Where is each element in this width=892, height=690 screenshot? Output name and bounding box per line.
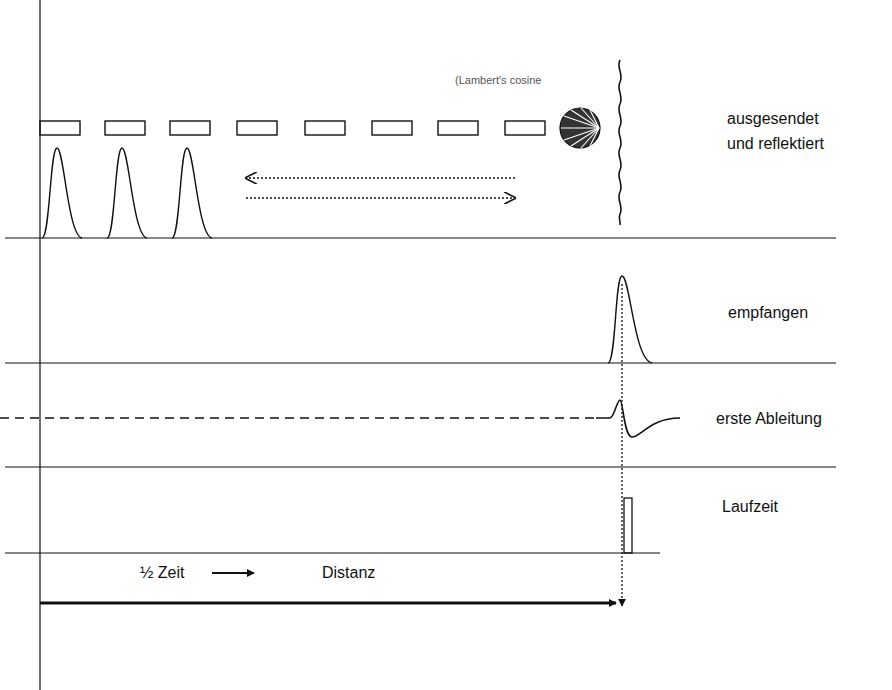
axis-label: ½ Zeit — [140, 560, 184, 585]
axis-label: Distanz — [322, 560, 375, 585]
row-lines — [5, 238, 836, 553]
travel-arrows — [246, 178, 515, 198]
row-label: Laufzeit — [722, 494, 778, 519]
row-label: empfangen — [728, 300, 808, 325]
distance-arrow — [40, 602, 616, 605]
emitted-pulses — [42, 148, 212, 238]
row-label: erste Ableitung — [716, 406, 822, 431]
derivative-curve — [596, 400, 680, 437]
tof-gate — [624, 498, 632, 553]
note-label: (Lambert's cosine — [455, 73, 541, 87]
conversion-arrow — [212, 572, 254, 574]
time-marker — [621, 284, 622, 606]
derivative-baseline — [0, 417, 596, 419]
light-packets — [40, 121, 545, 135]
lambert-scatter-globe — [560, 108, 600, 148]
time-axis — [39, 0, 40, 690]
row-label: ausgesendet und reflektiert — [727, 106, 843, 156]
target-surface — [619, 60, 621, 225]
received-pulse — [608, 276, 652, 363]
